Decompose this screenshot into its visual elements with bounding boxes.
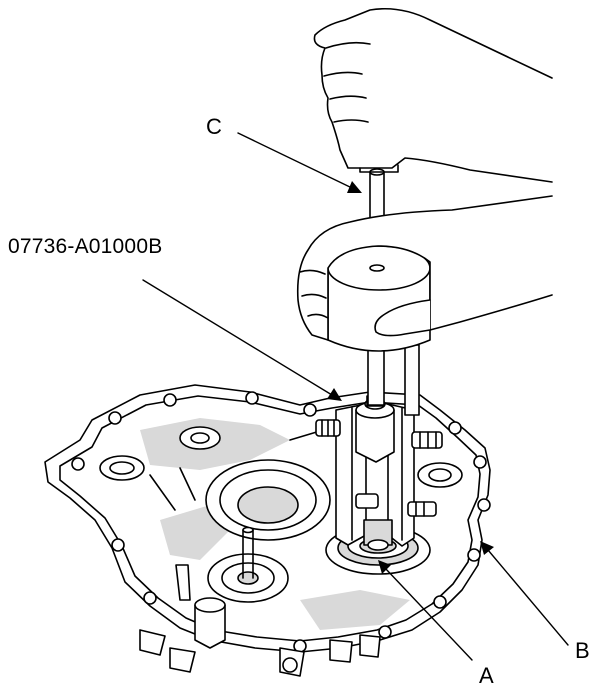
leader-line-b	[487, 549, 569, 646]
arrowhead-c	[347, 181, 362, 193]
leader-line-tool	[142, 279, 333, 396]
leader-line-c	[237, 132, 353, 189]
label-c: C	[206, 114, 222, 139]
arrowhead-tool	[327, 388, 342, 401]
slide-hammer-c	[327, 168, 431, 416]
upper-hand	[313, 7, 553, 183]
leader-line-a	[384, 567, 473, 661]
label-a: A	[479, 663, 494, 688]
label-b: B	[575, 638, 590, 663]
leader-lines	[142, 132, 569, 661]
lower-hand	[296, 195, 553, 341]
arrowhead-a	[378, 560, 391, 574]
label-tool-number: 07736-A01000B	[8, 235, 163, 258]
arrowhead-b	[480, 541, 494, 555]
transmission-housing	[44, 384, 491, 677]
